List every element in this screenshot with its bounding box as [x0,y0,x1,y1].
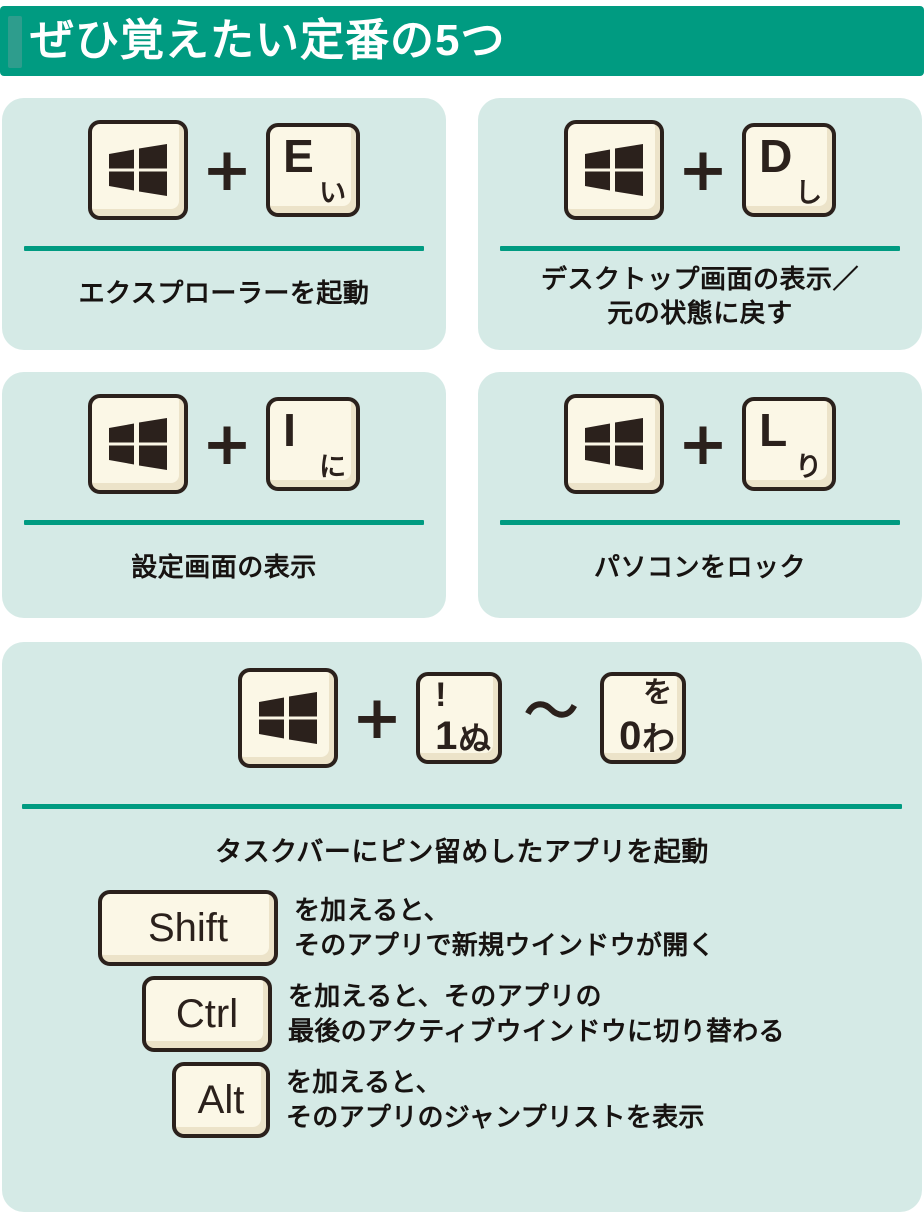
shortcut-card-show-desktop: + D し デスクトップ画面の表示／ 元の状態に戻す [478,98,922,350]
modifier-list: Shift を加えると、 そのアプリで新規ウインドウが開く Ctrl を加えると… [2,890,922,1148]
number-key-1: ! 1 ぬ [416,672,503,764]
card-divider [22,804,902,809]
windows-logo-icon [257,692,319,744]
card-divider [500,520,900,525]
letter-key-i: I に [266,397,361,491]
modifier-description: を加えると、そのアプリの 最後のアクティブウインドウに切り替わる [288,979,785,1050]
plus-separator: + [351,683,403,753]
page-header: ぜひ覚えたい定番の5つ [0,6,924,76]
letter-key-l: L り [742,397,837,491]
windows-key [87,120,188,220]
modifier-description-line2: そのアプリで新規ウインドウが開く [294,930,715,960]
windows-key [237,668,338,768]
key-digit-label: 1 [435,714,458,758]
modifier-description-line2: そのアプリのジャンプリストを表示 [286,1102,705,1132]
modifier-description-line1: を加えると、 [286,1066,442,1097]
modifier-description-line1: を加えると、そのアプリの [288,980,602,1011]
shift-key: Shift [98,890,278,966]
key-kana-label: り [795,452,823,482]
plus-separator: + [677,409,729,479]
windows-logo-icon [107,144,169,196]
key-kana-label: わ [642,720,676,757]
windows-logo-icon [583,418,645,470]
shortcut-card-taskbar: + ! 1 ぬ 〜 を 0 わ タスクバーにピン留めしたアプリを起動 Shift… [2,642,922,1212]
key-kana-label: し [795,178,823,208]
plus-separator: + [201,409,253,479]
key-letter-label: D [759,130,793,182]
letter-key-e: E い [266,123,361,217]
card-caption: タスクバーにピン留めしたアプリを起動 [215,837,709,867]
card-caption: パソコンをロック [593,552,806,582]
header-accent-bar [8,16,22,68]
page-title: ぜひ覚えたい定番の5つ [30,16,506,65]
plus-separator: + [677,135,729,205]
key-combo: + E い [2,98,446,220]
card-caption: 設定画面の表示 [131,552,317,582]
windows-key [87,394,188,494]
windows-logo-icon [583,144,645,196]
alt-key: Alt [172,1062,270,1138]
key-letter-label: I [283,404,296,456]
shortcut-card-explorer: + E い エクスプローラーを起動 [2,98,446,350]
key-kana-label: い [319,178,347,208]
key-combo: + L り [478,372,922,494]
shortcut-card-settings: + I に 設定画面の表示 [2,372,446,618]
number-key-0: を 0 わ [600,672,687,764]
card-divider [24,246,424,251]
key-digit-label: 0 [619,714,642,758]
card-divider [500,246,900,251]
key-combo: + D し [478,98,922,220]
key-combo: + ! 1 ぬ 〜 を 0 わ [2,642,922,768]
key-combo: + I に [2,372,446,494]
card-caption-line2: 元の状態に戻す [607,298,793,329]
key-symbol-label: ! [435,676,447,714]
key-kana-label: ぬ [458,720,492,757]
modifier-row-ctrl: Ctrl を加えると、そのアプリの 最後のアクティブウインドウに切り替わる [2,976,922,1052]
modifier-description-line1: を加えると、 [294,894,450,925]
ctrl-key: Ctrl [142,976,272,1052]
card-caption: デスクトップ画面の表示／ 元の状態に戻す [478,262,922,331]
shortcut-card-lock-pc: + L り パソコンをロック [478,372,922,618]
modifier-description: を加えると、 そのアプリで新規ウインドウが開く [294,893,715,964]
plus-separator: + [201,135,253,205]
modifier-row-alt: Alt を加えると、 そのアプリのジャンプリストを表示 [2,1062,922,1138]
modifier-description: を加えると、 そのアプリのジャンプリストを表示 [286,1065,705,1136]
windows-logo-icon [107,418,169,470]
key-kana-label: に [319,452,347,482]
modifier-description-line2: 最後のアクティブウインドウに切り替わる [288,1016,785,1046]
windows-key [563,394,664,494]
letter-key-d: D し [742,123,837,217]
card-caption-line1: デスクトップ画面の表示／ [540,264,859,294]
range-separator: 〜 [524,682,579,742]
key-letter-label: L [759,404,788,456]
card-divider [24,520,424,525]
modifier-row-shift: Shift を加えると、 そのアプリで新規ウインドウが開く [2,890,922,966]
key-letter-label: E [283,130,314,182]
key-kana-top-label: を [643,677,673,709]
card-caption: エクスプローラーを起動 [78,278,370,308]
windows-key [563,120,664,220]
